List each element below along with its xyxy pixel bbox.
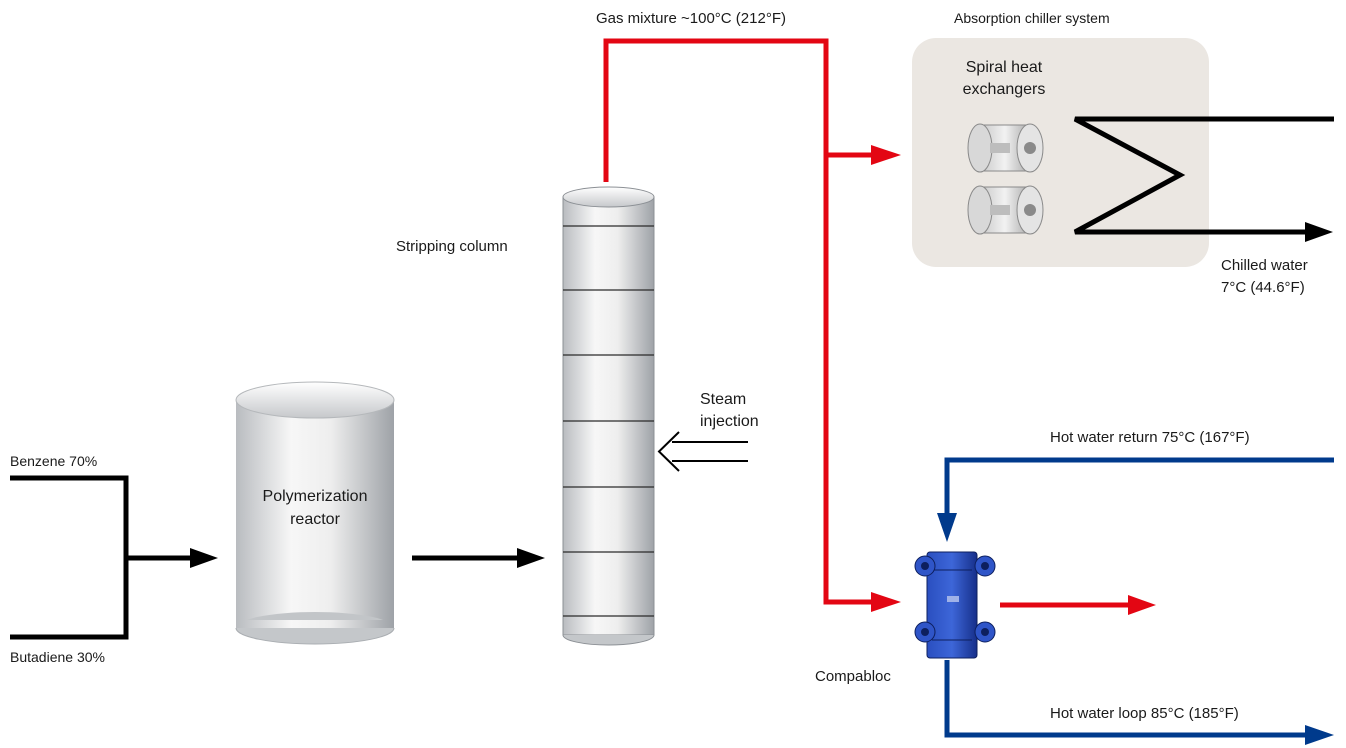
polymerization-reactor-label-1: Polymerization: [263, 488, 368, 505]
compabloc-heat-exchanger: [914, 551, 996, 659]
steam-injection-arrow: [657, 431, 748, 472]
steam-injection-label-2: injection: [700, 413, 759, 430]
chilled-water-label-2: 7°C (44.6°F): [1221, 279, 1305, 296]
stripping-column: [562, 186, 655, 646]
steam-injection-label-1: Steam: [700, 391, 746, 408]
gas-mixture-label: Gas mixture ~100°C (212°F): [596, 10, 786, 27]
feed-lines: [10, 475, 518, 640]
hot-water-return-label: Hot water return 75°C (167°F): [1050, 429, 1250, 446]
hot-water-loop-lines: [944, 457, 1334, 738]
spiral-heat-exchanger-bottom: [967, 185, 1044, 235]
reactor-outlet-arrow-head: [517, 548, 545, 568]
polymerization-reactor: [235, 381, 395, 645]
spiral-exchangers-label-1: Spiral heat: [966, 59, 1043, 76]
compabloc-label: Compabloc: [815, 668, 891, 685]
spiral-heat-exchanger-top: [967, 123, 1044, 173]
chiller-inlet-arrow-head: [871, 145, 901, 165]
compabloc-outlet-arrow-head: [1128, 595, 1156, 615]
chilled-water-line: [1073, 116, 1334, 235]
spiral-exchangers-label-2: exchangers: [963, 81, 1046, 98]
compabloc-inlet-arrow-head: [871, 592, 901, 612]
stripping-column-label: Stripping column: [396, 238, 508, 255]
feed-arrow-head: [190, 548, 218, 568]
chilled-water-arrow-head: [1305, 222, 1333, 242]
benzene-label: Benzene 70%: [10, 453, 97, 469]
butadiene-label: Butadiene 30%: [10, 649, 105, 665]
hot-water-loop-arrow-head: [1305, 725, 1334, 745]
hot-water-return-arrow-head: [937, 513, 957, 542]
gas-mixture-line: [603, 38, 1130, 608]
hot-water-loop-label: Hot water loop 85°C (185°F): [1050, 705, 1239, 722]
chilled-water-label-1: Chilled water: [1221, 257, 1308, 274]
absorption-system-label: Absorption chiller system: [954, 10, 1110, 26]
polymerization-reactor-label-2: reactor: [290, 511, 340, 528]
